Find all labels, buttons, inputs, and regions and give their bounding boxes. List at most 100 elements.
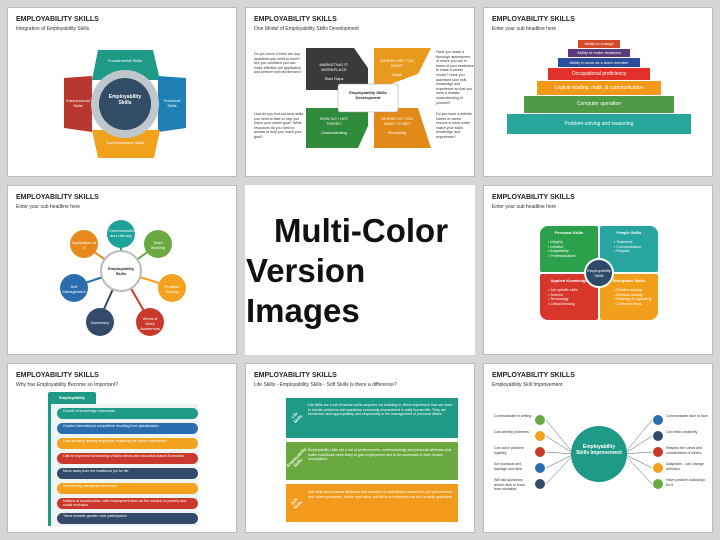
slide-title: EMPLOYABILITY SKILLS [492, 194, 575, 201]
slide-title: EMPLOYABILITY SKILLS [254, 372, 337, 379]
quad-item: • Initiative [548, 244, 564, 249]
slide-importance[interactable]: EMPLOYABILITY SKILLS Why has Employabili… [7, 363, 237, 533]
step: Ability to change [578, 40, 620, 48]
note-text: Do you have a definite career or career … [436, 112, 472, 139]
quad-item: • Technology [548, 297, 569, 302]
reason-bar: Greater international competitive result… [57, 423, 198, 434]
improvement-item: Adaptable - can change direction [666, 462, 704, 471]
band-life: Life Skills Life skills are a set of hum… [286, 398, 458, 438]
quad-item: • Professionalism [548, 253, 576, 258]
title-line: Multi-Color [273, 212, 449, 249]
quad-title: Applied Knowledge [550, 278, 588, 283]
arrow-title: WHERE DO YOU WANT TO BE? [381, 116, 413, 126]
note-text: How do you find out what skills you need… [254, 112, 304, 139]
slide-subtitle: Life Skills - Employability Skills - Sof… [254, 382, 397, 388]
reason-bar: Less certainty among employers regarding… [57, 438, 198, 449]
quad-workplace: Workplace Skills • Problem solving• Deci… [600, 274, 658, 320]
node-label: Numeracy [90, 320, 110, 325]
arrow-sub: Start Gaps [324, 76, 344, 81]
node-label: Problem Solving [164, 284, 180, 294]
quad-list: • Teamwork• Communication• Respect [614, 240, 641, 254]
slide-hub[interactable]: EMPLOYABILITY SKILLS Enter your sub head… [7, 185, 237, 355]
band-text: Soft skills are personal attributes that… [308, 490, 454, 499]
quad-list: • Problem solving• Decision making• Plan… [614, 288, 651, 306]
quad-title: People Skills [616, 230, 642, 235]
step: Occupational proficiency [548, 68, 650, 80]
step-stack: Ability to change Ability to make decisi… [498, 40, 700, 134]
model-arrows [306, 48, 431, 148]
improvement-item: Can identify problems [494, 430, 529, 434]
center-label: Employability Skills [587, 268, 611, 278]
step: Ability to work as a team member [558, 58, 640, 67]
step: Computer operation [524, 96, 674, 113]
improvement-item: Have positive outlook/go for it [666, 478, 706, 487]
reason-bar: Move away from the traditional job for l… [57, 468, 198, 479]
slide-quadrants[interactable]: EMPLOYABILITY SKILLS Enter your sub head… [483, 185, 713, 355]
improvement-item: Can think creatively [666, 430, 698, 434]
node-label: Team Working [150, 240, 166, 250]
reason-bar: Freelancing unemployment levels [57, 483, 198, 494]
center-title-tile: Multi-Color Version Images [245, 185, 475, 355]
quad-item: • Job specific skills [548, 288, 578, 292]
node-label: Application of IT [72, 240, 97, 250]
petal-diagram [64, 50, 186, 158]
improvement-item: Will ask questions and/or able to learn … [494, 478, 525, 492]
tab-employability: Employability [48, 392, 96, 404]
hub-diagram [60, 220, 186, 336]
version-title: Multi-Color Version Images [246, 186, 474, 354]
improvement-item: Can solve problem logically [494, 446, 524, 455]
center-label: Employability Skills [108, 94, 142, 106]
improvement-item: Communicate in writing [494, 414, 532, 418]
quad-people: People Skills • Teamwork• Communication•… [600, 226, 658, 272]
slide-staircase[interactable]: EMPLOYABILITY SKILLS Enter your sub head… [483, 7, 713, 177]
band-text: Employability skills are a set of achiev… [308, 448, 452, 462]
petal-label: Communication Skills [105, 140, 145, 145]
quad-list: • Job specific skills• Science• Technolo… [548, 288, 578, 306]
quad-item: • Adaptability [548, 249, 569, 254]
step: Problem-solving and reasoning [507, 114, 691, 134]
center-label: Employability Skills Development [349, 90, 387, 100]
node-label: World of Work Awareness [140, 316, 160, 331]
band-text: Life skills are a set of human skills ac… [308, 403, 452, 417]
arrow-sub: Reviewing [387, 130, 407, 135]
quad-item: • Integrity [548, 240, 564, 244]
quad-item: • Critical thinking [548, 301, 575, 306]
quad-item: • Science [548, 292, 564, 297]
slide-title: EMPLOYABILITY SKILLS [254, 16, 337, 23]
slide-subtitle: Employability Skill Improvement [492, 382, 563, 388]
slide-improvement[interactable]: EMPLOYABILITY SKILLS Employability Skill… [483, 363, 713, 533]
band-employability: Employability Skills Employability skill… [285, 442, 458, 480]
improvement-item: Communicate face to face [666, 414, 708, 418]
reason-bar: Trend towards greater civic participatio… [57, 513, 198, 524]
arrow-title: HOW DO I GET THERE? [319, 116, 349, 126]
slide-title: EMPLOYABILITY SKILLS [16, 372, 99, 379]
center-label: Employability Skills Improvement [576, 444, 622, 456]
quad-item: • Problem solving [614, 288, 642, 292]
quad-item: • Teamwork [614, 240, 633, 244]
slide-subtitle: Integration of Employability Skills [16, 26, 90, 32]
slide-subtitle: One Model of Employability Skills Develo… [254, 26, 359, 32]
note-text: Have you made a thorough assessment of w… [436, 50, 474, 105]
reason-bar: Call for improved forecasting of skills … [57, 453, 198, 464]
quad-title: Personal Skills [554, 230, 584, 235]
center-label: Employability Skills [107, 266, 134, 276]
quad-center: Employability Skills [584, 258, 614, 288]
arrow-sub: Understanding [320, 130, 348, 135]
note-text: Do you know if there are any deadlines y… [254, 52, 302, 75]
improvement-diagram [535, 415, 663, 489]
slide-model[interactable]: EMPLOYABILITY SKILLS One Model of Employ… [245, 7, 475, 177]
band-soft: Soft Skills Soft skills are personal att… [286, 484, 458, 522]
slide-comparison[interactable]: EMPLOYABILITY SKILLS Life Skills - Emplo… [245, 363, 475, 533]
slide-subtitle: Enter your sub headline here [492, 204, 557, 210]
petal-label: Interpersonal Skills [66, 98, 90, 108]
slide-integration[interactable]: EMPLOYABILITY SKILLS Integration of Empl… [7, 7, 237, 177]
arrow-title: WHERE ARE YOU NOW? [380, 58, 414, 68]
petal-label: Fundamental Skills [108, 58, 142, 63]
reason-bar: Growth of knowledge economies [57, 408, 198, 419]
petal-label: Technical Skills [163, 98, 181, 108]
arrow-title: MARKETING IT: WORKPLACE [319, 62, 349, 72]
quad-item: • Decision making [614, 292, 643, 297]
